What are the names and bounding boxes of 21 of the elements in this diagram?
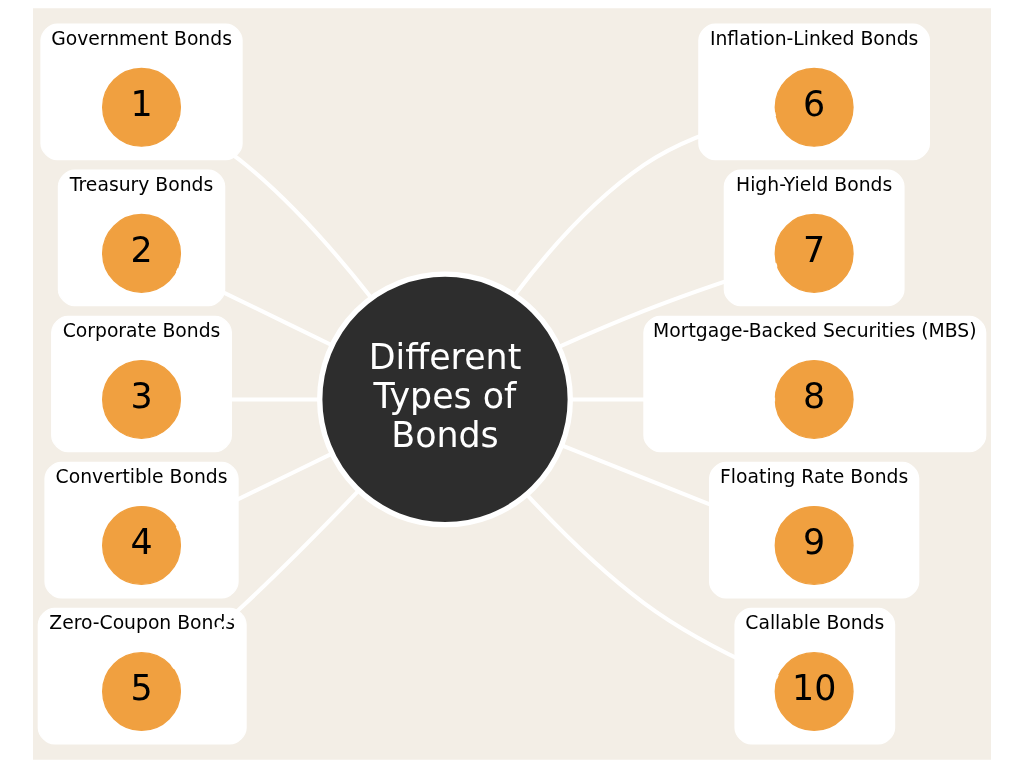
node-circle: 2 [102,213,182,293]
node-circle: 5 [102,651,182,731]
node-circle: 3 [102,359,182,439]
connector [561,443,779,534]
node-circle: 8 [774,359,854,439]
connector [175,451,333,531]
node-circle: 10 [774,651,854,731]
node-circle: 6 [774,67,854,147]
connector [171,489,361,669]
node-circle: Different Types of Bonds [317,271,573,528]
connector [180,397,320,402]
connector [558,262,778,349]
connector [176,120,373,299]
node-circle: 9 [774,505,854,585]
connector [513,112,777,297]
connector [525,493,779,679]
connector [570,397,776,402]
node-circle: 4 [102,505,182,585]
node-circle: 7 [774,213,854,293]
connector [175,268,333,347]
node-circle: 1 [102,67,182,147]
